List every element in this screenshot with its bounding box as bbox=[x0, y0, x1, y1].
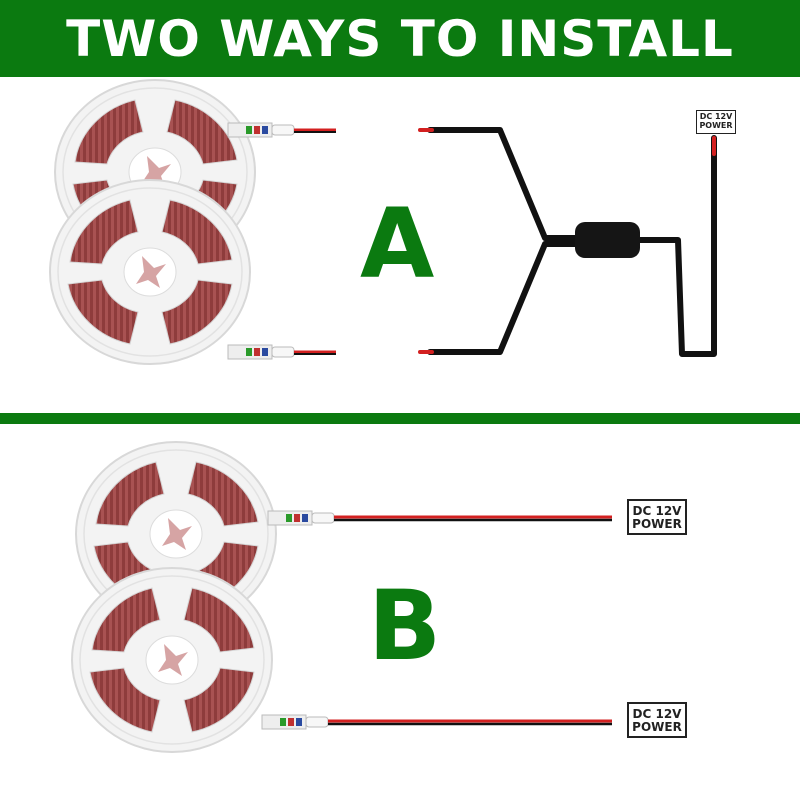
connector-icon bbox=[227, 344, 336, 360]
connector-icon bbox=[227, 122, 336, 138]
section-a-illustration bbox=[49, 79, 717, 365]
header-banner: TWO WAYS TO INSTALL bbox=[0, 0, 800, 77]
dc-12v-power-label: DC 12V POWER bbox=[627, 702, 687, 738]
option-a-label: A bbox=[360, 188, 435, 300]
red-black-wire-icon bbox=[334, 515, 612, 522]
connector-icon bbox=[267, 510, 335, 526]
section-divider bbox=[0, 413, 800, 424]
y-splitter-cable-icon bbox=[418, 127, 717, 357]
dc-12v-power-label: DC 12V POWER bbox=[627, 499, 687, 535]
page-title: TWO WAYS TO INSTALL bbox=[66, 9, 734, 68]
connector-icon bbox=[261, 714, 329, 730]
option-b-label: B bbox=[368, 570, 442, 682]
red-black-wire-icon bbox=[328, 719, 612, 726]
dc-12v-power-label: DC 12V POWER bbox=[696, 110, 736, 134]
led-strip-reel-icon bbox=[71, 567, 273, 753]
